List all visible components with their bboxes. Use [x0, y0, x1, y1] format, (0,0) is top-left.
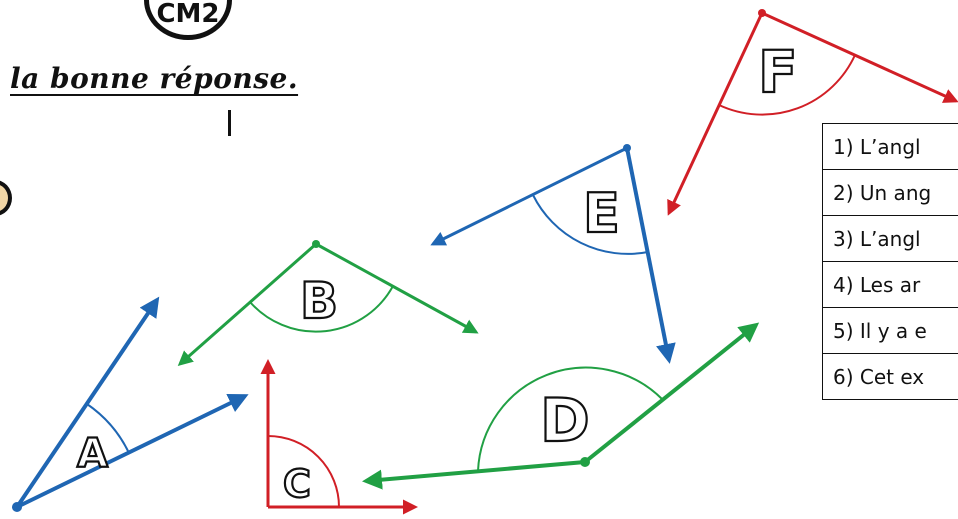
question-4: 4) Les ar	[822, 261, 958, 308]
angle-b-ray-1	[177, 242, 317, 366]
table-row: 3) L’angl	[822, 215, 958, 262]
angle-f-vertex	[758, 9, 766, 17]
angle-e: E	[430, 144, 676, 364]
angle-d-ray-1	[362, 460, 586, 490]
angle-d-label: D	[540, 386, 590, 456]
angle-a: A	[12, 296, 249, 512]
angle-b-ray-2	[315, 242, 479, 334]
angle-a-ray-2	[16, 394, 249, 509]
angle-e-arc	[532, 194, 649, 255]
table-row: 6) Cet ex	[822, 353, 958, 400]
questions-table: 1) L’angl 2) Un ang 3) L’angl 4) Les ar …	[822, 123, 958, 400]
question-6: 6) Cet ex	[822, 353, 958, 400]
angle-f: F	[667, 9, 958, 216]
angle-b-vertex	[312, 240, 320, 248]
angle-a-ray-1	[15, 296, 160, 509]
question-2: 2) Un ang	[822, 169, 958, 216]
angle-f-ray-1	[761, 11, 958, 103]
angle-b-arc	[249, 285, 394, 333]
table-row: 1) L’angl	[822, 123, 958, 170]
angle-f-ray-2	[667, 12, 764, 216]
page-title: la bonne réponse.	[10, 62, 299, 95]
angle-d-ray-2	[583, 322, 760, 464]
question-5: 5) Il y a e	[822, 307, 958, 354]
angle-e-vertex	[623, 144, 631, 152]
angle-e-label: E	[583, 182, 620, 245]
table-row: 2) Un ang	[822, 169, 958, 216]
angle-f-arc	[718, 54, 856, 116]
angle-a-arc	[86, 403, 130, 454]
angle-f-label: F	[758, 38, 798, 106]
angle-d: D	[362, 322, 760, 490]
angle-b-label: B	[300, 272, 338, 330]
table-row: 4) Les ar	[822, 261, 958, 308]
angle-c-arc	[267, 435, 340, 508]
title-decoration	[228, 110, 231, 136]
angle-e-ray-1	[430, 146, 628, 246]
angle-c-label: C	[283, 462, 311, 506]
table-row: 5) Il y a e	[822, 307, 958, 354]
angle-a-label: A	[77, 431, 108, 477]
angle-b: B	[177, 240, 479, 366]
angle-d-arc	[477, 366, 663, 472]
angle-a-vertex	[12, 502, 22, 512]
angle-e-ray-2	[625, 147, 676, 364]
question-1: 1) L’angl	[822, 123, 958, 170]
question-3: 3) L’angl	[822, 215, 958, 262]
angle-d-vertex	[580, 457, 590, 467]
angle-c: C	[260, 359, 418, 515]
